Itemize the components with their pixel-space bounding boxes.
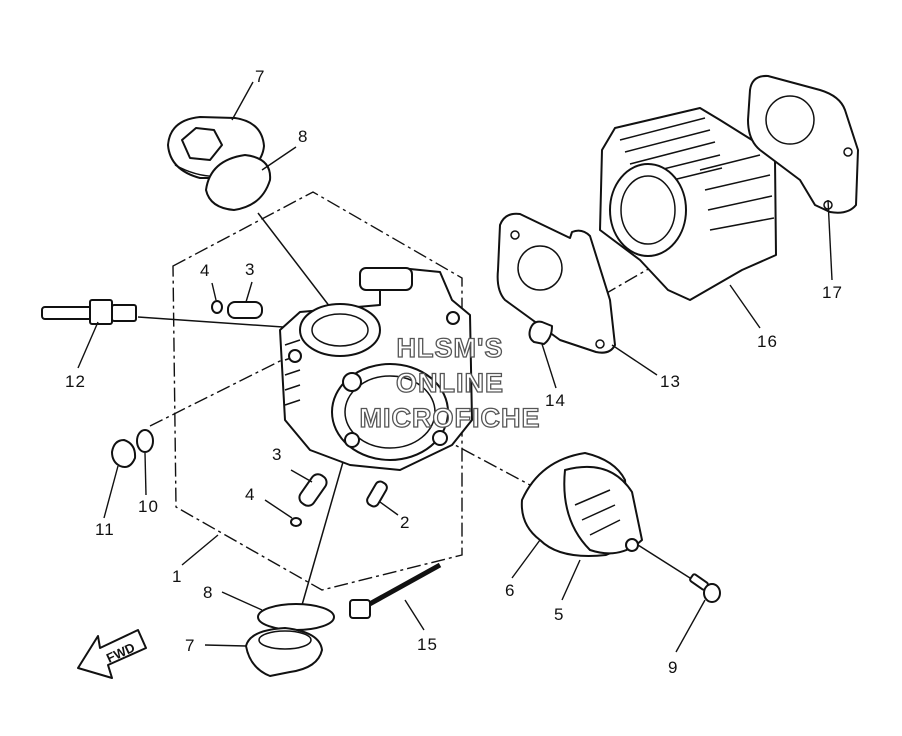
head-gasket	[496, 212, 616, 354]
callout-7-bottom: 7	[185, 636, 195, 655]
stud-bolt	[366, 480, 388, 508]
oring-bottom	[257, 603, 335, 631]
callout-13: 13	[660, 372, 681, 391]
callout-7-top: 7	[255, 67, 265, 86]
long-bolt	[349, 562, 442, 619]
callout-1: 1	[172, 567, 182, 586]
callout-leaders	[77, 81, 833, 653]
callout-12: 12	[65, 372, 86, 391]
oring-top	[205, 154, 272, 211]
plug-bottom	[245, 627, 323, 677]
callout-10: 10	[138, 497, 159, 516]
assembly-outline	[172, 191, 463, 591]
callout-8-bottom: 8	[203, 583, 213, 602]
callout-14: 14	[545, 391, 566, 410]
callouts: 1 2 3 3 4 4 5 6 7 7 8 8 9 10 11 12 13 14…	[65, 67, 843, 677]
callout-3-lower: 3	[272, 445, 282, 464]
fwd-arrow: FWD	[77, 629, 147, 679]
callout-4-lower: 4	[245, 485, 255, 504]
cap-nut	[111, 439, 137, 468]
spark-plug	[41, 299, 137, 325]
callout-5: 5	[554, 605, 564, 624]
callout-8-top: 8	[298, 127, 308, 146]
base-gasket	[747, 74, 859, 214]
callout-2: 2	[400, 513, 410, 532]
callout-16: 16	[757, 332, 778, 351]
cover-bolt	[689, 573, 721, 603]
leader-lines	[137, 212, 691, 613]
watermark: HLSM'S ONLINE MICROFICHE	[359, 332, 541, 433]
callout-17: 17	[822, 283, 843, 302]
callout-9: 9	[668, 658, 678, 677]
callout-15: 15	[417, 635, 438, 654]
callout-4-top: 4	[200, 261, 210, 280]
side-cover	[520, 452, 643, 557]
washer	[136, 429, 154, 453]
watermark-line-1: HLSM'S	[397, 333, 504, 363]
dowel-top	[211, 300, 263, 319]
callout-6: 6	[505, 581, 515, 600]
callout-3-top: 3	[245, 260, 255, 279]
watermark-line-3: MICROFICHE	[360, 403, 541, 433]
cylinder-block	[599, 107, 777, 301]
dowel-lower	[290, 473, 328, 527]
dowel-pin	[528, 320, 553, 345]
watermark-line-2: ONLINE	[396, 368, 504, 398]
callout-11: 11	[95, 520, 115, 539]
cylinder-head	[279, 267, 473, 471]
